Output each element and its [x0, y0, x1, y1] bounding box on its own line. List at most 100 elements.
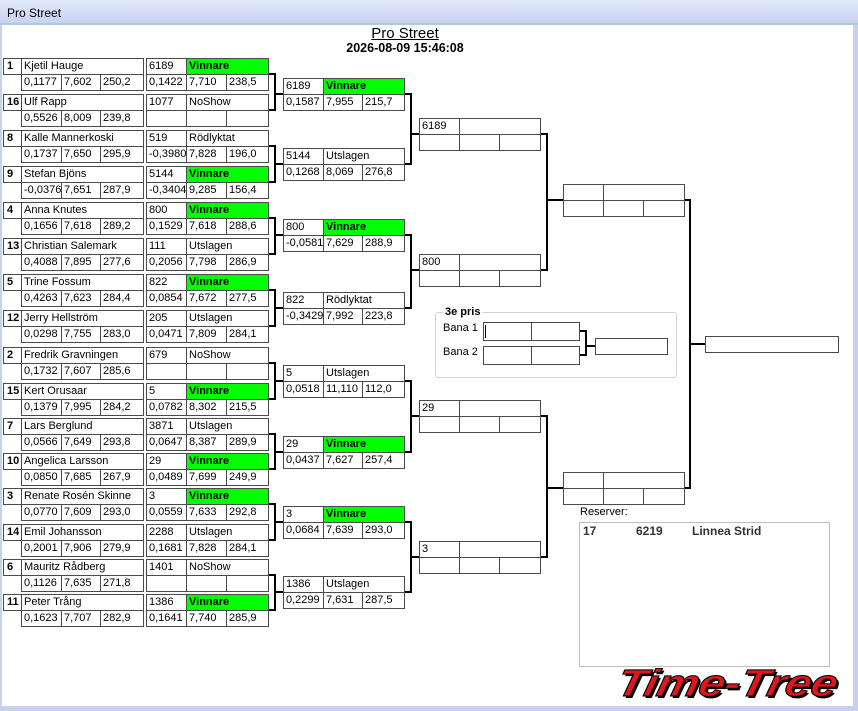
reaction-time-cell	[419, 134, 460, 151]
speed-cell: 284,4	[100, 290, 144, 307]
seed-number: 2	[3, 347, 22, 364]
elapsed-time-cell	[186, 363, 227, 380]
reaction-time-cell: 0,0559	[146, 504, 187, 521]
speed-cell: 295,9	[100, 146, 144, 163]
reaction-time-cell: 0,0437	[283, 452, 324, 469]
seed-number: 16	[3, 94, 22, 111]
speed-cell: 277,6	[100, 254, 144, 271]
bracket-connector	[404, 93, 419, 165]
reaction-time-cell: 0,2056	[146, 254, 187, 271]
elapsed-time-cell: 7,699	[186, 469, 227, 486]
reaction-time-cell: 0,1656	[21, 218, 62, 235]
elapsed-time-cell: 8,387	[186, 434, 227, 451]
speed-cell: 277,5	[226, 290, 269, 307]
speed-cell	[643, 488, 685, 505]
driver-name: Fredrik Gravningen	[21, 347, 144, 364]
car-number-cell: 800	[419, 254, 460, 271]
elapsed-time-cell: 7,609	[61, 504, 101, 521]
reaction-time-cell	[146, 363, 187, 380]
elapsed-time-cell	[186, 110, 227, 127]
reaction-time-cell: 0,2299	[283, 592, 324, 609]
speed-cell	[499, 270, 541, 287]
driver-name: Christian Salemark	[21, 238, 144, 255]
reaction-time-cell	[146, 575, 187, 592]
speed-cell: 289,9	[226, 434, 269, 451]
lane-1-status-input[interactable]	[531, 322, 580, 341]
reaction-time-cell: 0,0518	[283, 381, 324, 398]
reserves-list[interactable]: 17 6219 Linnea Strid	[579, 522, 830, 667]
race-status-cell	[459, 254, 541, 271]
reaction-time-cell: 0,0298	[21, 326, 62, 343]
car-number-cell: 3	[283, 506, 324, 523]
elapsed-time-cell: 7,618	[61, 218, 101, 235]
car-number-cell: 6189	[419, 118, 460, 135]
list-item[interactable]: 17 6219 Linnea Strid	[580, 524, 829, 538]
driver-name: Peter Trång	[21, 594, 144, 611]
car-number-cell: 29	[419, 400, 460, 417]
speed-cell: 287,9	[100, 182, 144, 199]
bracket-connector	[268, 217, 283, 255]
race-status-cell: Vinnare	[186, 594, 269, 611]
reaction-time-cell: 0,0647	[146, 434, 187, 451]
speed-cell: 284,1	[226, 540, 269, 557]
race-status-cell: Vinnare	[186, 166, 269, 183]
driver-name: Renate Rosén Skinne	[21, 488, 144, 505]
race-status-cell: NoShow	[186, 559, 269, 576]
time-tree-logo: Time-Tree	[612, 662, 842, 705]
elapsed-time-cell: 7,602	[61, 74, 101, 91]
driver-name: Angelica Larsson	[21, 453, 144, 470]
reaction-time-cell: 0,4263	[21, 290, 62, 307]
driver-name: Kalle Mannerkoski	[21, 130, 144, 147]
speed-cell: 285,6	[100, 363, 144, 380]
speed-cell: 293,0	[100, 504, 144, 521]
reaction-time-cell: 0,0471	[146, 326, 187, 343]
speed-cell: 293,8	[100, 434, 144, 451]
speed-cell: 276,8	[362, 164, 405, 181]
car-number-cell	[563, 184, 604, 201]
seed-number: 3	[3, 488, 22, 505]
race-status-cell: Utslagen	[186, 418, 269, 435]
elapsed-time-cell	[603, 488, 644, 505]
elapsed-time-cell: 7,633	[186, 504, 227, 521]
car-number-cell: 29	[283, 436, 324, 453]
speed-cell: 285,9	[226, 610, 269, 627]
elapsed-time-cell: 7,631	[323, 592, 363, 609]
race-status-cell	[459, 118, 541, 135]
driver-name: Kjetil Hauge	[21, 58, 144, 75]
third-place-winner-cell	[595, 338, 668, 355]
seed-number: 1	[3, 58, 22, 75]
speed-cell	[643, 200, 685, 217]
reaction-time-cell	[419, 270, 460, 287]
reaction-time-cell: 0,5526	[21, 110, 62, 127]
speed-cell: 283,0	[100, 326, 144, 343]
reaction-time-cell	[419, 416, 460, 433]
lane-2-car-input[interactable]	[483, 346, 532, 365]
lane-1-car-input[interactable]	[483, 322, 532, 341]
speed-cell: 196,0	[226, 146, 269, 163]
race-status-cell: Utslagen	[323, 148, 405, 165]
race-status-cell: Vinnare	[323, 436, 405, 453]
race-status-cell: Utslagen	[323, 576, 405, 593]
bracket-connector	[268, 362, 283, 400]
speed-cell	[226, 575, 269, 592]
reaction-time-cell	[419, 557, 460, 574]
bracket-connector	[540, 133, 563, 271]
lane-1-label: Bana 1	[443, 322, 478, 334]
reaction-time-cell	[146, 110, 187, 127]
race-status-cell: Vinnare	[323, 219, 405, 236]
lane-2-status-input[interactable]	[531, 346, 580, 365]
reaction-time-cell: -0,3404	[146, 182, 187, 199]
reaction-time-cell: 0,4088	[21, 254, 62, 271]
seed-number: 10	[3, 453, 22, 470]
reaction-time-cell: 0,1268	[283, 164, 324, 181]
title-bar[interactable]: Pro Street	[0, 0, 858, 25]
car-number-cell: 800	[283, 219, 324, 236]
elapsed-time-cell: 7,895	[61, 254, 101, 271]
car-number-cell: 29	[146, 453, 187, 470]
reaction-time-cell: 0,0854	[146, 290, 187, 307]
elapsed-time-cell: 8,069	[323, 164, 363, 181]
car-number-cell: 1077	[146, 94, 187, 111]
car-number-cell: 3	[419, 541, 460, 558]
elapsed-time-cell: 7,906	[61, 540, 101, 557]
speed-cell: 238,5	[226, 74, 269, 91]
